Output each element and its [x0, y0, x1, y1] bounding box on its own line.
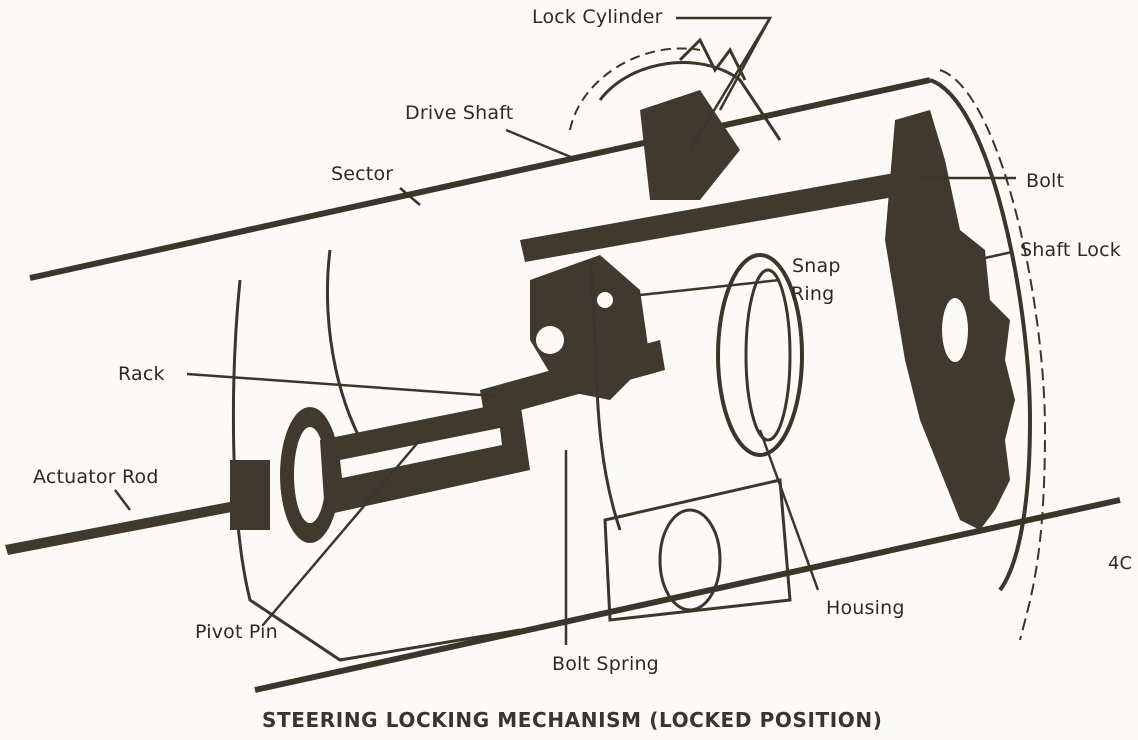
label-actuator-rod: Actuator Rod — [33, 466, 159, 488]
label-bolt: Bolt — [1026, 170, 1065, 192]
shaft-lock-center-hole — [942, 298, 968, 362]
housing-top-cap-dashed — [569, 47, 701, 131]
leader-sector — [399, 187, 421, 206]
leader-rack — [186, 372, 496, 398]
leader-actuator-rod — [114, 489, 131, 511]
drive-shaft — [520, 172, 905, 262]
lock-cylinder-body — [640, 90, 740, 200]
label-bolt-spring: Bolt Spring — [552, 653, 659, 675]
snap-ring — [716, 253, 804, 457]
leader-shaft-lock — [984, 250, 1013, 260]
snap-ring-outer — [716, 253, 804, 457]
label-housing: Housing — [826, 597, 905, 619]
label-snap-ring-1: Snap — [792, 255, 841, 277]
housing-lower-block — [603, 478, 792, 622]
figure-caption: STEERING LOCKING MECHANISM (LOCKED POSIT… — [262, 708, 883, 732]
label-pivot-pin: Pivot Pin — [195, 621, 278, 643]
actuator-assembly — [5, 400, 530, 555]
tube-end-rim-outer — [939, 69, 1047, 641]
leader-drive-shaft — [505, 128, 579, 162]
snap-ring-inner — [744, 268, 792, 442]
label-drive-shaft: Drive Shaft — [405, 102, 514, 124]
lock-cylinder — [640, 37, 747, 200]
rack — [480, 340, 665, 420]
actuator-block — [230, 460, 270, 530]
leader-pivot-pin — [262, 439, 421, 626]
sector-hole-small — [597, 292, 613, 308]
tube-top-edge — [29, 77, 931, 281]
pivot-arm-slot — [340, 428, 502, 478]
tube-end-rim — [929, 78, 1033, 592]
leader-lock-cylinder-b — [718, 17, 772, 111]
rack-body — [480, 340, 665, 420]
pivot-flange-inner — [294, 427, 326, 523]
label-lock-cylinder: Lock Cylinder — [532, 6, 663, 28]
shaft-lock-plate — [885, 110, 1015, 530]
leader-snap-ring — [639, 278, 781, 297]
label-snap-ring-2: Ring — [791, 283, 835, 305]
actuator-rod — [5, 500, 242, 555]
lock-cylinder-teeth — [678, 37, 747, 81]
housing-top-cap — [598, 61, 782, 141]
tube-bottom-edge — [254, 497, 1121, 693]
sector-hole — [536, 326, 564, 354]
housing-lower-boss — [658, 508, 722, 612]
column-tube — [29, 69, 1121, 693]
leader-housing — [758, 429, 820, 591]
leader-lines — [114, 16, 1016, 645]
drive-shaft-body — [520, 172, 905, 262]
label-shaft-lock: Shaft Lock — [1020, 239, 1121, 261]
label-rack: Rack — [118, 363, 165, 385]
figure-number: 4C — [1108, 553, 1133, 574]
bolt-spring — [588, 259, 622, 531]
label-sector: Sector — [331, 163, 394, 185]
